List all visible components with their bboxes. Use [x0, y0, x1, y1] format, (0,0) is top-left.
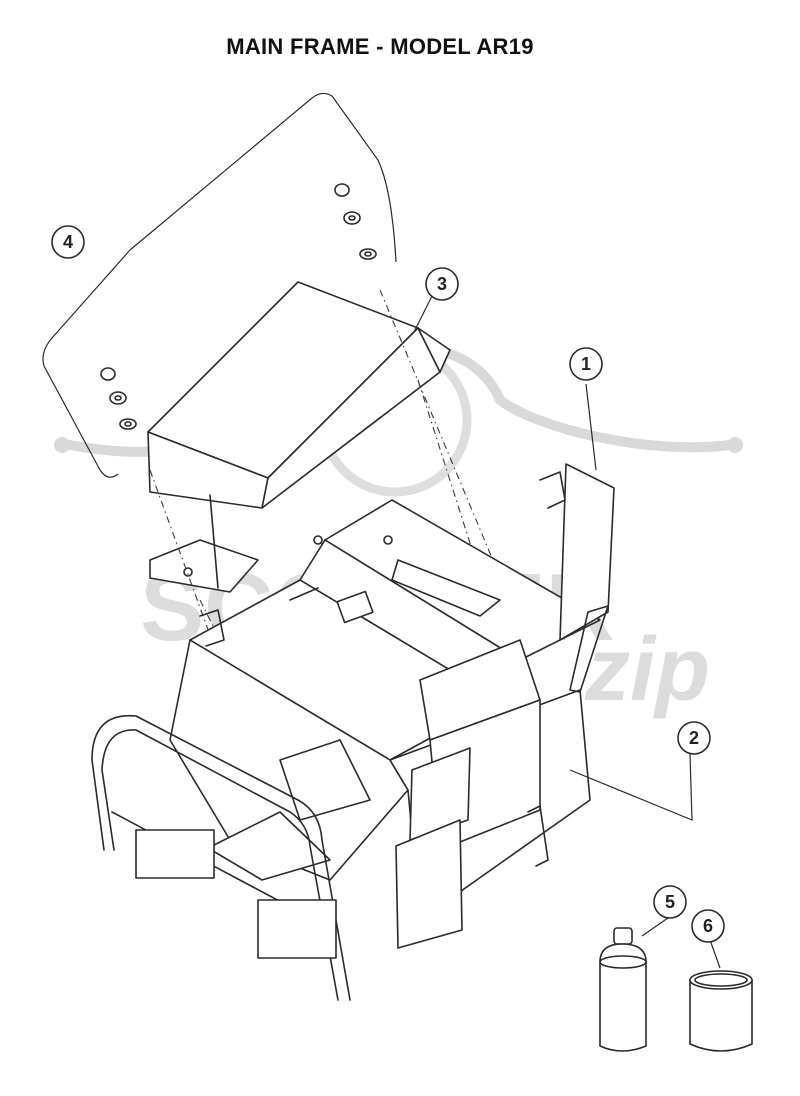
callout-2: 2: [677, 721, 711, 755]
lead-part5: [641, 917, 669, 937]
part4-bracket-line-lower: [42, 249, 131, 478]
watermark-text-script: zip: [584, 620, 710, 720]
callout-2-label: 2: [689, 728, 699, 748]
part4-bracket-line: [129, 92, 397, 263]
hardware-stack-right: [334, 183, 377, 260]
lead-part6: [709, 939, 721, 969]
callout-6: 6: [691, 909, 725, 943]
top-cover: [147, 281, 451, 593]
callout-3-label: 3: [437, 274, 447, 294]
callout-6-label: 6: [703, 916, 713, 936]
spray-paint-can: [599, 927, 647, 1052]
callout-1: 1: [569, 347, 603, 381]
hardware-stack-left: [100, 367, 137, 430]
lead-part1: [585, 383, 597, 471]
page-title: MAIN FRAME - MODEL AR19: [226, 34, 534, 59]
lead-part2: [569, 753, 693, 821]
handle-bar: [91, 714, 351, 1001]
paint-can: [689, 970, 753, 1052]
main-frame: [169, 463, 615, 949]
callout-3: 3: [425, 267, 459, 301]
callout-4: 4: [51, 225, 85, 259]
callout-1-label: 1: [581, 354, 591, 374]
callout-4-label: 4: [63, 232, 73, 252]
callout-5: 5: [653, 885, 687, 919]
callout-5-label: 5: [665, 892, 675, 912]
